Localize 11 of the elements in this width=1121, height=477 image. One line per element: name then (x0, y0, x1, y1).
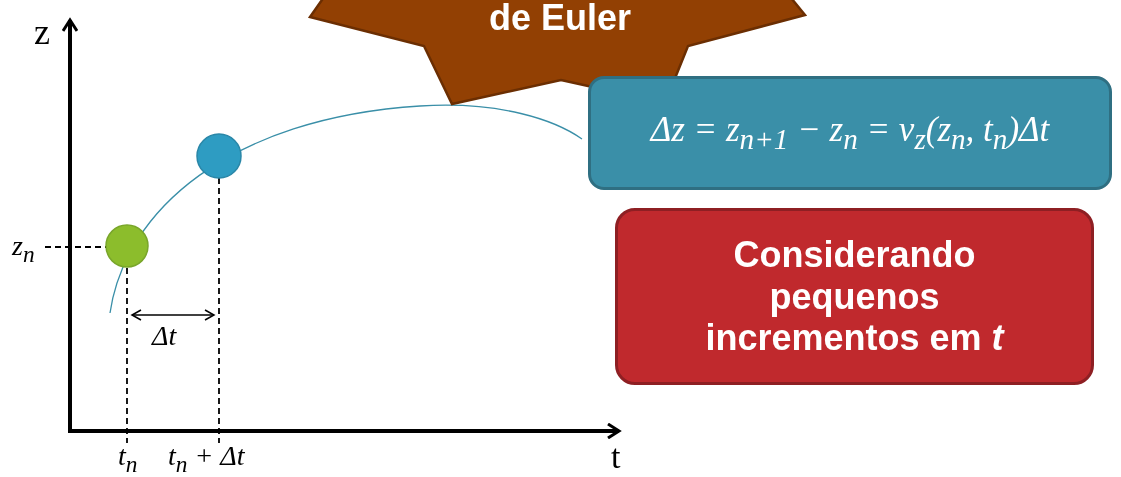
title-text: de Euler (488, 0, 632, 36)
axis-label: z (34, 14, 50, 50)
axis-label: t (611, 440, 621, 474)
note-text: Considerando pequenos incrementos em t (704, 234, 1006, 359)
dimension-label: Δt (152, 322, 177, 350)
axis-tick-label: t$_{n}$ (118, 442, 138, 476)
formula-box (588, 76, 1112, 190)
axis-tick-label: t$_{n}$ + Δt (168, 442, 245, 476)
axis-tick-label: z$_{n}$ (12, 232, 35, 266)
note-box (615, 208, 1094, 385)
equation-text: Δz = z$_{n+1}$ − z$_{n}$ = v$_{z}$(z$_{n}$, t$_{n}$)Δt (650, 110, 1050, 156)
